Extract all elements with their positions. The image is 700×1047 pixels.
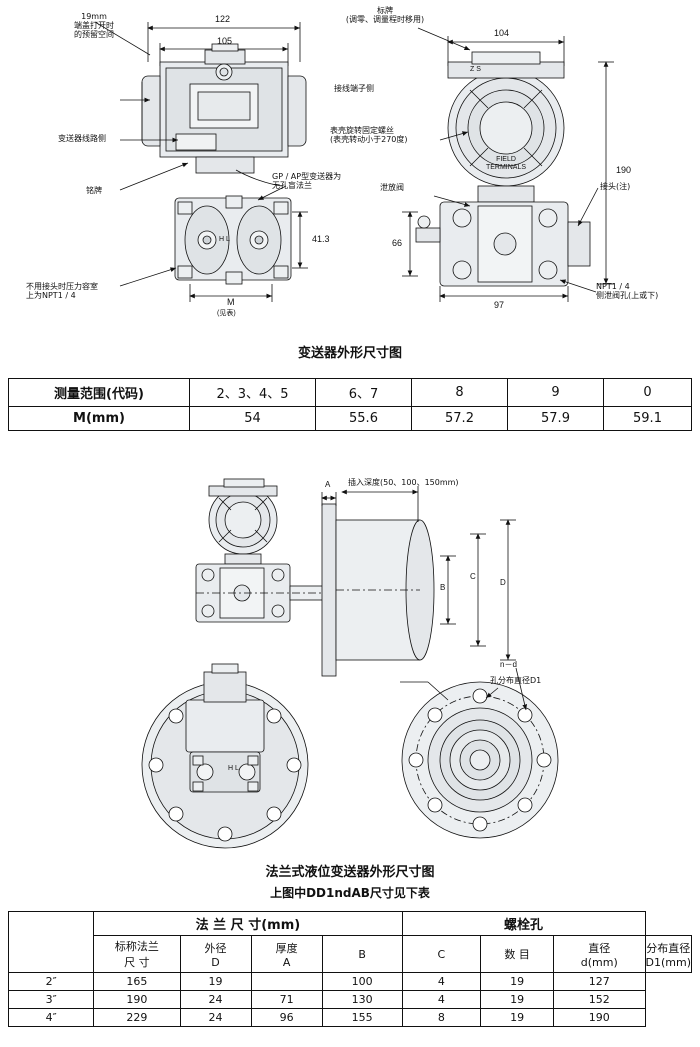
figure2-title: 法兰式液位变送器外形尺寸图 [265,865,435,880]
label-terminal-side: 接线端子侧 [334,84,374,93]
table2-r2-c5: 8 [401,1008,482,1027]
table1-row0-cell2: 8 [411,378,508,407]
dim-B-fig2: B [440,583,446,592]
table2-col6-line1: 直径 [588,941,611,955]
table2-r0-c7: 127 [553,972,646,991]
dim-41-3: 41.3 [312,234,330,244]
table1-row1-cell2: 57.2 [411,406,508,431]
label-gp-ap-note: GP / AP型变送器为 无孔盲法兰 [272,172,342,191]
table2-r1-c1: 190 [93,990,181,1009]
table-row: 标称法兰 尺 寸 外径 D 厚度 A B C 数 目 直径 d(mm) 分布直径… [9,935,693,973]
table-row: 4″ 229 24 96 155 8 19 190 [7,1008,692,1027]
table2-col7-line1: 分布直径 [646,941,691,955]
table2-r2-c7: 190 [553,1008,646,1027]
table1-row0-cell3: 9 [507,378,604,407]
table2-group-bolt: 螺栓孔 [401,911,646,936]
table2-col5: 数 目 [480,935,555,973]
dim-M-note: (见表) [217,310,236,317]
label-cover-lock-screw: 表壳旋转固定螺丝 (表壳转动小于270度) [330,126,408,145]
dim-97: 97 [494,300,505,310]
label-field-terminals: FIELD TERMINALS [485,156,527,172]
table2-r2-c4: 155 [321,1008,403,1027]
dim-A-fig2: A [325,480,331,489]
table2-r1-c5: 4 [401,990,482,1009]
figure2-drawing [0,460,700,860]
dim-190: 190 [616,165,632,175]
table-row: 3″ 190 24 71 130 4 19 152 [7,990,692,1009]
table1-row0-cell1: 6、7 [315,378,412,407]
dim-C-fig2: C [470,572,476,581]
table2-r0-c1: 165 [93,972,181,991]
label-drain-valve: 泄放阀 [380,183,404,192]
table1-row1-cell4: 59.1 [603,406,692,431]
label-connector-note: 接头(注) [600,182,631,191]
label-nameplate: 铭牌 [86,186,102,195]
table2-r2-c1: 229 [93,1008,181,1027]
label-letters-hl-fig1: H L [219,236,230,243]
table1-row1-cell1: 55.6 [315,406,412,431]
table-row: 法 兰 尺 寸(mm) 螺栓孔 [7,911,692,973]
table2-r1-c3: 71 [250,990,323,1009]
table-row: M(mm) 54 55.6 57.2 57.9 59.1 [8,406,692,431]
table2-col2-line1: 厚度 [275,941,298,955]
table2-col1-line1: 外径 [204,941,227,955]
table2-r2-c3: 96 [250,1008,323,1027]
table2-r0-c2: 19 [179,972,252,991]
table2-r1-c0: 3″ [7,990,95,1009]
table1-row1-cell0: 54 [189,406,316,431]
figure2-subtitle: 上图中DD1ndAB尺寸见下表 [270,886,430,900]
table1-row0-cell0: 2、3、4、5 [189,378,316,407]
table2-r1-c7: 152 [553,990,646,1009]
table2-col0-line1: 标称法兰 [114,940,159,953]
label-letters-zs: Z S [470,66,481,73]
measuring-range-table: 测量范围(代码) 2、3、4、5 6、7 8 9 0 M(mm) 54 55.6… [8,378,692,431]
label-tag-plate: 标牌 (调零、调量程时移用) [345,6,425,25]
label-hole-circle: 孔分布直径D1 [490,676,542,685]
label-cap-clearance: 19mm 端盖打开时 的预留空间 [74,12,114,40]
table-row: 测量范围(代码) 2、3、4、5 6、7 8 9 0 [8,378,692,407]
table2-r1-c6: 19 [480,990,555,1009]
table2-r0-c3 [250,972,323,991]
table2-r1-c4: 130 [321,990,403,1009]
table2-r1-c2: 24 [179,990,252,1009]
dim-66: 66 [392,238,403,248]
table1-row1-header: M(mm) [8,406,190,431]
table2-col4: C [401,935,482,973]
dim-122: 122 [215,14,231,24]
table2-r2-c6: 19 [480,1008,555,1027]
table2-r0-c4: 100 [321,972,403,991]
figure1-title: 变送器外形尺寸图 [297,346,402,361]
table-row: 2″ 165 19 100 4 19 127 [7,972,692,991]
table1-row0-header: 测量范围(代码) [8,378,190,407]
flange-dimension-table: 法 兰 尺 寸(mm) 螺栓孔 标称法兰 尺 寸 外径 D 厚度 A B C 数… [7,911,693,1027]
table2-col3: B [321,935,403,973]
table2-r0-c6: 19 [480,972,555,991]
table2-col6-line2: d(mm) [580,955,618,969]
dim-105: 105 [217,36,233,46]
label-n-d: n－d [500,660,517,669]
table2-col0-line2: 尺 寸 [124,956,150,969]
dim-D-fig2: D [500,578,506,587]
table1-row1-cell3: 57.9 [507,406,604,431]
figure1-drawing [0,0,700,340]
label-npt-side-vent: NPT1 / 4 侧泄阀孔(上或下) [596,282,659,301]
table2-r2-c2: 24 [179,1008,252,1027]
table2-group-flange: 法 兰 尺 寸(mm) [93,911,403,936]
table2-r2-c0: 4″ [7,1008,95,1027]
table2-r0-c0: 2″ [7,972,95,991]
label-npt-note: 不用接头时压力容室 上为NPT1 / 4 [26,282,98,301]
table2-col2-line2: A [282,955,291,969]
label-insert-depth: 插入深度(50、100、150mm) [348,478,459,487]
dim-104: 104 [494,28,510,38]
label-letters-hl-fig2: H L [228,765,239,772]
label-transmitter-wiring-side: 变送器线路侧 [58,134,106,143]
table2-col1-line2: D [211,955,220,969]
table1-row0-cell4: 0 [603,378,692,407]
table2-r0-c5: 4 [401,972,482,991]
table2-col7-line2: D1(mm) [645,955,691,969]
dim-M: M [227,297,235,307]
